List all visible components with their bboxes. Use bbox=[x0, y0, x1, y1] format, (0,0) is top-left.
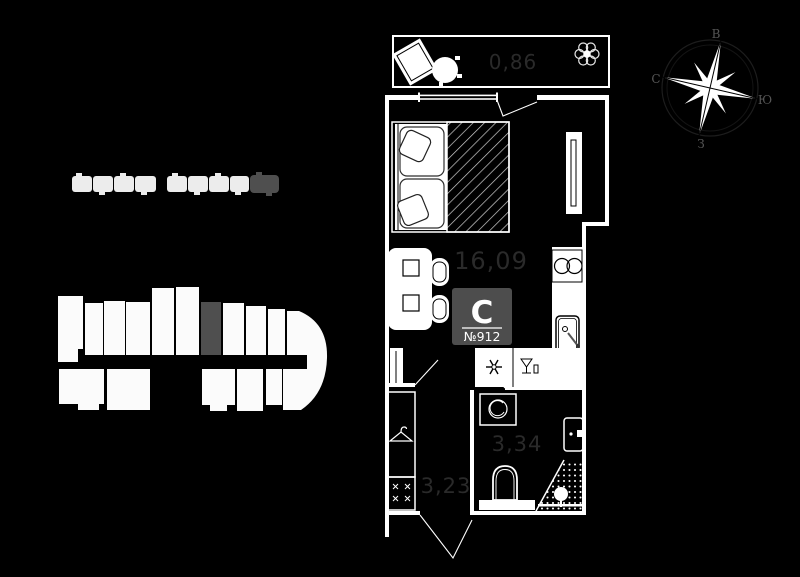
hallway-area-label: 3,23 bbox=[421, 474, 472, 498]
room-area-label: 16,09 bbox=[454, 247, 528, 275]
floor-units bbox=[58, 287, 328, 411]
kitchen-sink-icon bbox=[555, 315, 580, 354]
washing-machine-icon bbox=[479, 393, 517, 426]
bathroom-area-label: 3,34 bbox=[492, 432, 543, 456]
shoe-cabinet-icon bbox=[387, 476, 416, 511]
balcony-area-label: 0,86 bbox=[489, 50, 538, 74]
pillow-icon bbox=[398, 129, 432, 163]
window bbox=[418, 92, 498, 102]
hanger-icon bbox=[388, 426, 414, 442]
compass-west-label: З bbox=[697, 137, 704, 151]
chair-icon bbox=[430, 295, 449, 323]
dining-table-icon bbox=[388, 248, 432, 330]
balcony-chair-icon bbox=[432, 56, 462, 87]
building-sections bbox=[72, 173, 249, 195]
walls bbox=[385, 92, 609, 537]
entrance-door-swing bbox=[419, 514, 473, 560]
plant-icon bbox=[574, 42, 600, 66]
apartment-badge: C №912 bbox=[452, 288, 512, 345]
building-section-selector bbox=[72, 172, 279, 196]
chair-icon bbox=[430, 258, 449, 286]
stove-icon bbox=[551, 249, 583, 283]
room-door-swing bbox=[414, 359, 439, 386]
wardrobe-icon bbox=[566, 132, 582, 214]
compass: В С Ю З bbox=[651, 27, 772, 151]
floor-mini-map bbox=[58, 287, 328, 411]
compass-east-label: В bbox=[712, 27, 721, 41]
hallway-wardrobe-icon bbox=[387, 391, 416, 478]
mirror-icon bbox=[390, 348, 403, 386]
bathroom: 3,34 bbox=[479, 393, 584, 512]
bed-icon bbox=[391, 121, 510, 233]
apartment-type-letter: C bbox=[471, 295, 494, 331]
compass-rose-icon bbox=[661, 39, 759, 137]
compass-south-label: Ю bbox=[758, 93, 772, 107]
balcony-door-swing bbox=[496, 99, 538, 117]
bathroom-sink-icon bbox=[563, 417, 584, 452]
kitchen-lower-counter bbox=[475, 348, 582, 387]
glassware-icon bbox=[520, 358, 539, 374]
selected-apartment-unit[interactable] bbox=[201, 302, 221, 355]
apartment-number: №912 bbox=[464, 329, 501, 344]
shower-icon bbox=[535, 459, 583, 512]
balcony-table-icon bbox=[392, 38, 438, 86]
fridge-icon bbox=[486, 359, 502, 375]
building-section-selected[interactable] bbox=[250, 172, 279, 196]
toilet-icon bbox=[479, 465, 535, 510]
balcony: 0,86 bbox=[392, 35, 610, 88]
hallway: 3,23 bbox=[387, 391, 472, 511]
pillow-icon bbox=[396, 193, 430, 227]
apartment-plan: 0,86 bbox=[385, 35, 610, 560]
compass-north-label: С bbox=[651, 72, 660, 86]
